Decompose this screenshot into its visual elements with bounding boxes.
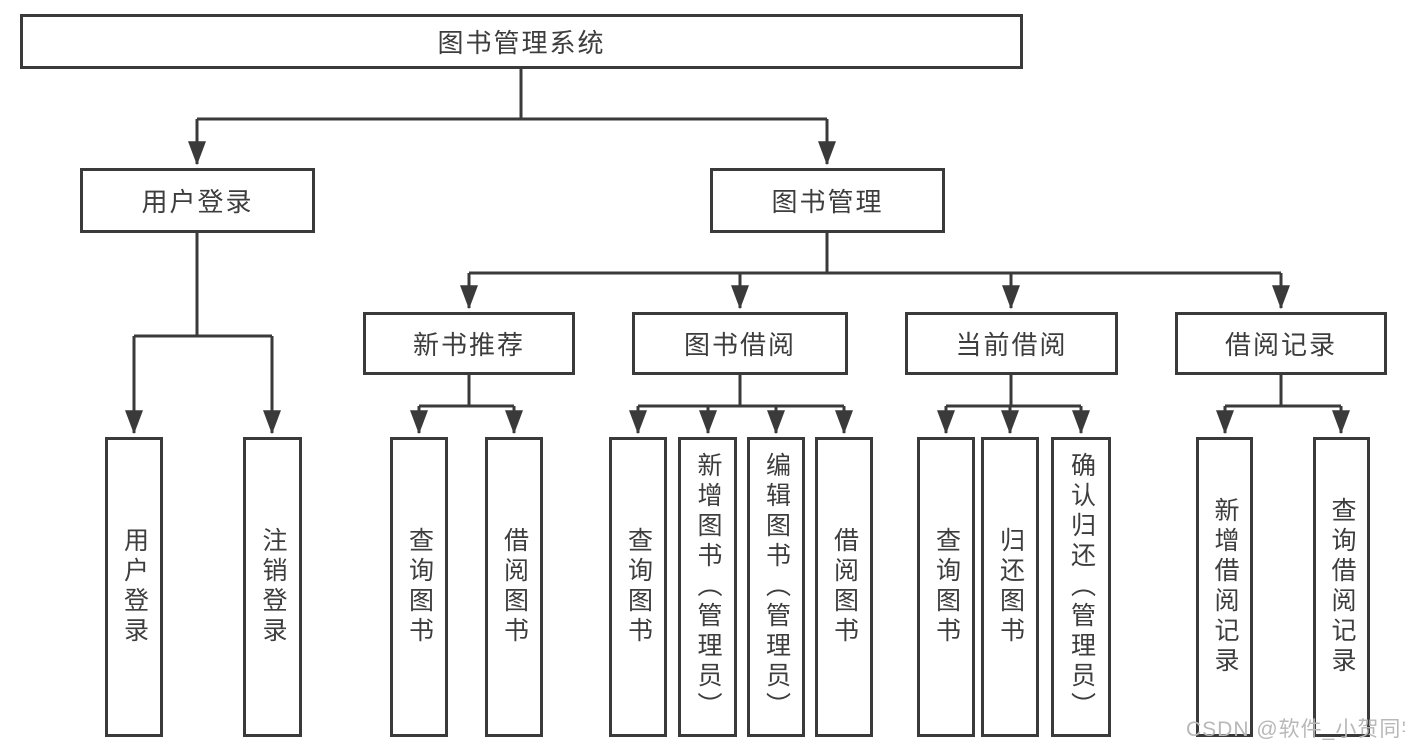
- leaf-query-borrow-record: 查询借阅记录: [1313, 437, 1370, 737]
- leaf-add-borrow-record-label: 新增借阅记录: [1211, 497, 1239, 677]
- leaf-edit-books-admin-label: 编辑图书（管理员）: [762, 452, 791, 722]
- node-borrowing-records: 借阅记录: [1175, 312, 1387, 375]
- leaf-query-books-recommend-label: 查询图书: [405, 527, 434, 647]
- leaf-logout-login-label: 注销登录: [259, 527, 287, 647]
- leaf-user-login-label: 用户登录: [120, 527, 149, 647]
- csdn-watermark: CSDN @软件_小贺同学: [1186, 718, 1405, 741]
- node-current-borrowing: 当前借阅: [905, 312, 1118, 375]
- leaf-query-borrow-record-label: 查询借阅记录: [1328, 497, 1356, 677]
- leaf-borrow-books: 借阅图书: [815, 437, 873, 737]
- leaf-return-books: 归还图书: [981, 437, 1039, 737]
- leaf-confirm-return-admin-label: 确认归还（管理员）: [1067, 452, 1096, 722]
- leaf-add-books-admin: 新增图书（管理员）: [678, 437, 737, 737]
- node-book-management: 图书管理: [710, 168, 945, 233]
- node-book-borrowing: 图书借阅: [632, 312, 848, 375]
- leaf-query-books-current-label: 查询图书: [932, 527, 961, 647]
- leaf-query-books-current: 查询图书: [917, 437, 975, 737]
- leaf-logout-login: 注销登录: [243, 437, 302, 737]
- leaf-confirm-return-admin: 确认归还（管理员）: [1051, 437, 1111, 737]
- leaf-user-login: 用户登录: [105, 437, 163, 737]
- node-user-login: 用户登录: [80, 168, 315, 233]
- leaf-borrow-books-recommend-label: 借阅图书: [500, 527, 529, 647]
- leaf-add-borrow-record: 新增借阅记录: [1196, 437, 1253, 737]
- leaf-query-books-borrow: 查询图书: [609, 437, 667, 737]
- node-library-management-system: 图书管理系统: [20, 14, 1023, 69]
- leaf-edit-books-admin: 编辑图书（管理员）: [747, 437, 805, 737]
- leaf-query-books-recommend: 查询图书: [390, 437, 448, 737]
- leaf-borrow-books-recommend: 借阅图书: [485, 437, 543, 737]
- node-new-book-recommendation: 新书推荐: [363, 312, 575, 375]
- leaf-borrow-books-label: 借阅图书: [830, 527, 859, 647]
- leaf-return-books-label: 归还图书: [996, 527, 1025, 647]
- leaf-query-books-borrow-label: 查询图书: [624, 527, 653, 647]
- leaf-add-books-admin-label: 新增图书（管理员）: [694, 452, 722, 722]
